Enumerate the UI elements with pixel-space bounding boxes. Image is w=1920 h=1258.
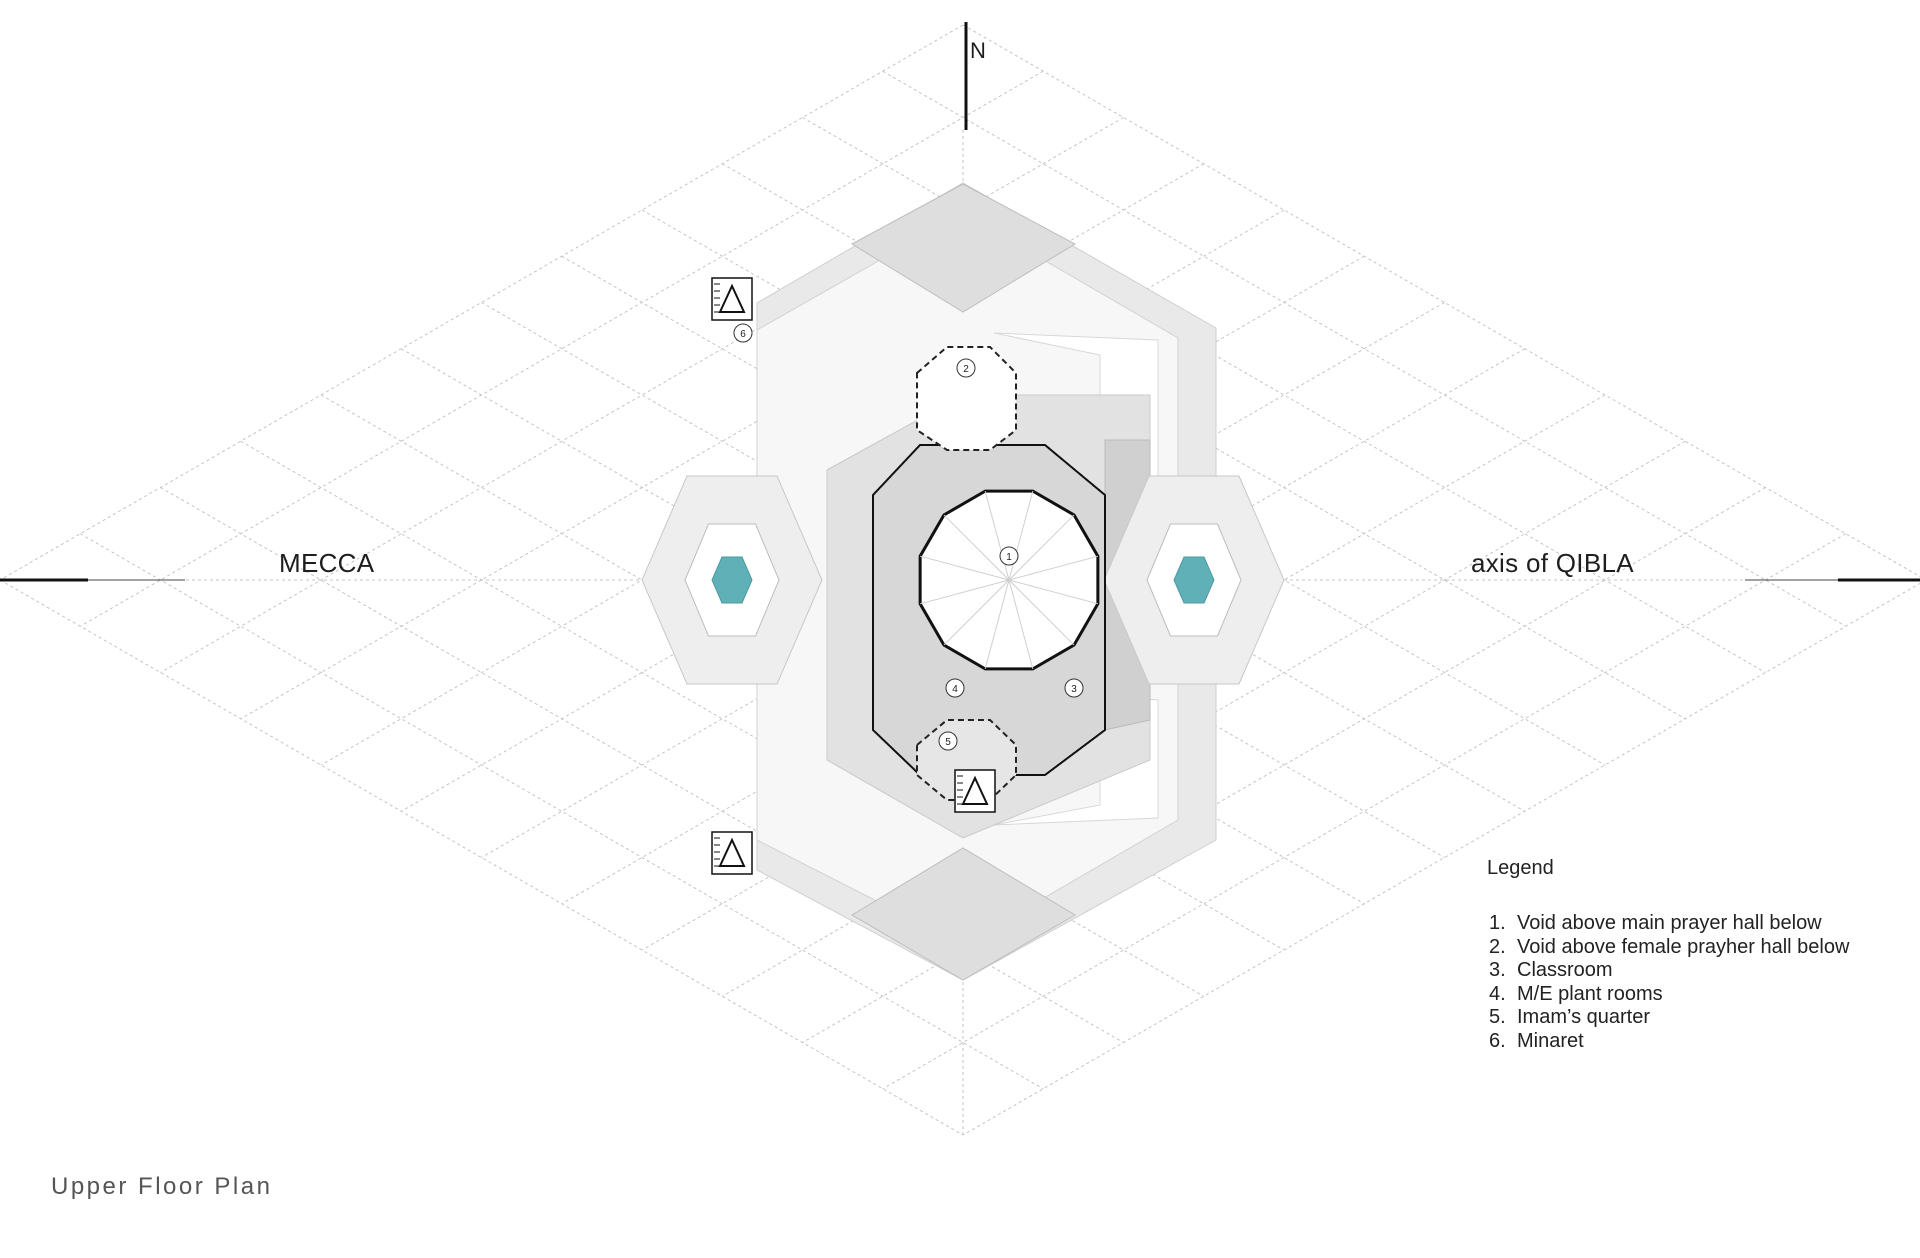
- grid-line: [481, 302, 1445, 858]
- hexagonal-courtyards: [641, 475, 1285, 685]
- legend-item: 4. M/E plant rooms: [1487, 983, 1849, 1007]
- legend-item: 2. Void above female prayher hall below: [1487, 936, 1849, 960]
- room-marker-label: 2: [963, 364, 969, 375]
- legend-title: Legend: [1487, 857, 1554, 879]
- void-radial-line: [1008, 514, 1075, 581]
- room-markers: 1 2 3 4 5 6: [733, 323, 1084, 751]
- void-radial-line: [1008, 579, 1034, 669]
- grid-line: [240, 163, 1204, 720]
- room-marker-circle: [956, 358, 976, 378]
- room-marker-circle: [733, 323, 753, 343]
- grid-line: [320, 209, 1285, 766]
- legend-item: 3. Classroom: [1487, 959, 1849, 983]
- female-hall-void-outline: [916, 346, 1017, 451]
- grid-line: [641, 209, 1606, 766]
- grid-line: [962, 582, 1920, 1136]
- void-radial-line: [920, 579, 1010, 605]
- void-radial-line: [984, 491, 1010, 581]
- stair-elements: [711, 277, 996, 875]
- north-pattern-diamond: [850, 183, 1077, 313]
- plan-caption: Upper Floor Plan: [51, 1173, 273, 1200]
- void-radial-line: [920, 555, 1010, 581]
- room-marker-label: 4: [952, 684, 958, 695]
- legend-item-number: 3.: [1489, 959, 1506, 982]
- void-radial-line: [984, 579, 1010, 669]
- legend-list: 1. Void above main prayer hall below 2. Vo…: [1487, 912, 1849, 1054]
- room-marker-label: 5: [945, 737, 951, 748]
- south-minaret-stair-triangle: [718, 837, 746, 867]
- room-marker-label: 1: [1006, 552, 1012, 563]
- legend-item-number: 5.: [1489, 1006, 1506, 1029]
- imam-stair-triangle: [961, 775, 989, 805]
- void-radial-line: [1008, 579, 1075, 646]
- room-marker-label: 6: [740, 329, 746, 340]
- grid-line: [882, 70, 1846, 627]
- grid-line: [80, 533, 1044, 1090]
- west-pool: [711, 556, 753, 604]
- room-marker-circle: [938, 731, 958, 751]
- legend-item-text: Imam’s quarter: [1517, 1006, 1651, 1029]
- void-radial-line: [943, 514, 1010, 581]
- void-radial-line: [1008, 579, 1098, 605]
- north-minaret-stair-triangle: [718, 283, 746, 313]
- legend: Legend 1. Void above main prayer hall bel…: [1487, 857, 1849, 1054]
- grid-line: [481, 302, 1445, 858]
- orientation-axes: [0, 22, 1920, 582]
- north-label: N: [970, 38, 986, 63]
- grid-line: [882, 533, 1846, 1090]
- void-radial-line: [1008, 555, 1098, 581]
- legend-item-text: Void above main prayer hall below: [1517, 912, 1822, 934]
- void-radial-line: [943, 579, 1010, 646]
- legend-item-text: Classroom: [1517, 959, 1613, 982]
- east-pool: [1173, 556, 1215, 604]
- grid-line: [962, 24, 1920, 578]
- legend-item: 6. Minaret: [1487, 1030, 1849, 1054]
- legend-item-text: Minaret: [1517, 1029, 1584, 1052]
- legend-item: 5. Imam’s quarter: [1487, 1006, 1849, 1030]
- room-marker-circle: [1064, 678, 1084, 698]
- room-marker-circle: [999, 546, 1019, 566]
- grid-line: [401, 255, 1365, 812]
- void-radial-line: [1008, 491, 1034, 581]
- legend-item-text: M/E plant rooms: [1517, 982, 1663, 1005]
- legend-item-number: 6.: [1489, 1029, 1506, 1052]
- legend-item-number: 2.: [1489, 935, 1506, 958]
- room-marker-label: 3: [1071, 684, 1077, 695]
- grid-line: [561, 348, 1525, 905]
- legend-item-text: Void above female prayher hall below: [1517, 935, 1850, 958]
- legend-item-number: 4.: [1489, 982, 1506, 1005]
- room-marker-circle: [945, 678, 965, 698]
- legend-item: 1. Void above main prayer hall below: [1487, 912, 1849, 936]
- qibla-axis-label: axis of QIBLA: [1471, 548, 1634, 578]
- south-pattern-diamond: [851, 847, 1076, 981]
- legend-item-number: 1.: [1489, 912, 1506, 934]
- mecca-label: MECCA: [279, 548, 375, 578]
